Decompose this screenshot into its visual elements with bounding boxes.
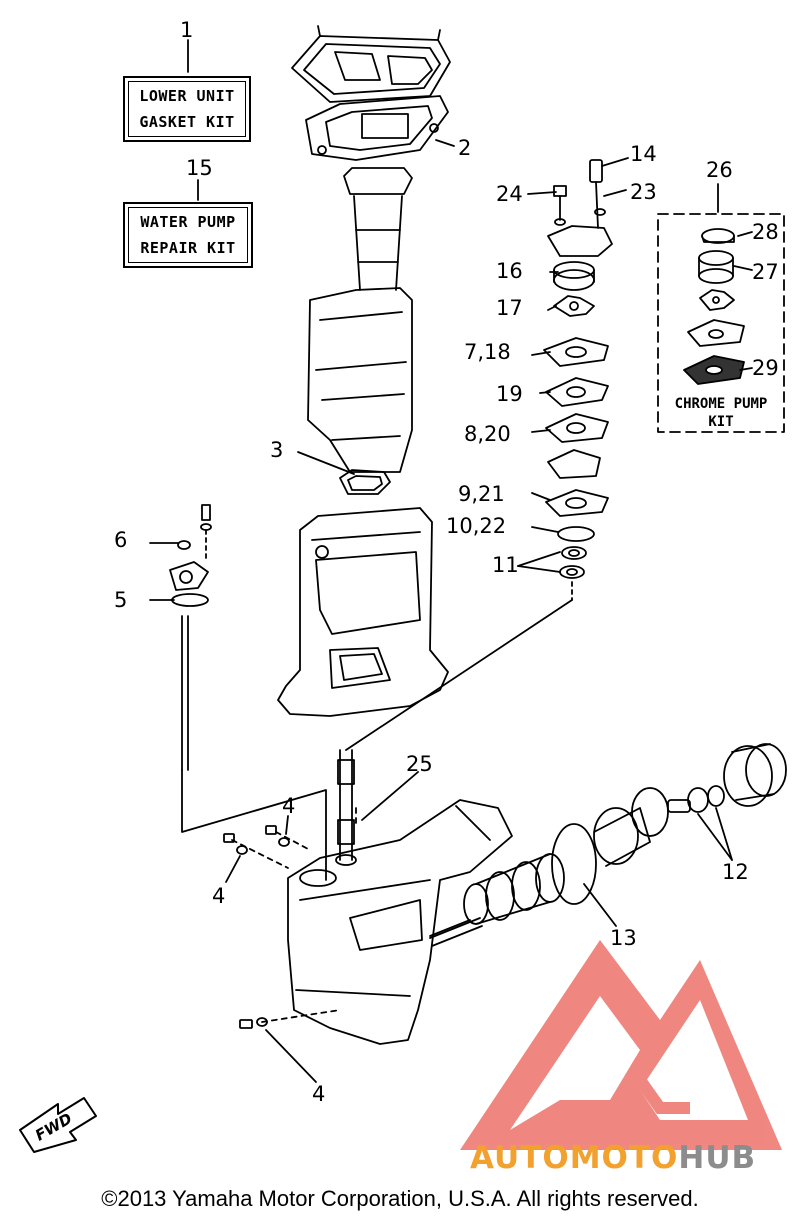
callout-23: 23	[630, 180, 657, 204]
callout-5: 5	[114, 588, 128, 612]
callout-13: 13	[610, 926, 637, 950]
water-pump-repair-kit-label: WATER PUMP REPAIR KIT	[123, 202, 253, 268]
watermark-part1: AUTOMOTO	[470, 1140, 679, 1176]
callout-15: 15	[186, 156, 213, 180]
callout-12: 12	[722, 860, 749, 884]
copyright-notice: ©2013 Yamaha Motor Corporation, U.S.A. A…	[101, 1186, 699, 1211]
chrome-kit-line2: KIT	[708, 414, 734, 430]
watermark-text: AUTOMOTOHUB	[470, 1140, 756, 1176]
callout-6: 6	[114, 528, 128, 552]
lower-unit-kit-line2: GASKET KIT	[139, 113, 235, 131]
chrome-kit-parts	[683, 228, 745, 385]
fwd-arrow-icon	[19, 1097, 97, 1153]
upper-casing-part	[307, 167, 413, 473]
lower-unit-kit-line1: LOWER UNIT	[139, 87, 235, 105]
watermark-part2: HUB	[678, 1140, 757, 1176]
drive-shaft-part	[335, 749, 357, 866]
callout-1: 1	[180, 18, 194, 42]
chrome-kit-line1: CHROME PUMP	[674, 396, 768, 412]
callout-10-22: 10,22	[446, 514, 507, 538]
callout-4-left: 4	[212, 884, 226, 908]
gasket-2-part	[305, 95, 449, 161]
top-cover-part	[291, 25, 451, 103]
water-pump-kit-line1: WATER PUMP	[140, 213, 236, 231]
callout-4-lower: 4	[312, 1082, 326, 1106]
callout-14: 14	[630, 142, 657, 166]
lower-unit-gasket-kit-label: LOWER UNIT GASKET KIT	[123, 76, 251, 142]
callout-leaders	[149, 39, 753, 1083]
gear-case-part	[287, 799, 513, 1045]
callout-2: 2	[458, 136, 472, 160]
callout-26: 26	[706, 158, 733, 182]
callout-3: 3	[270, 438, 284, 462]
propeller-shaft-part	[429, 743, 787, 947]
callout-28: 28	[752, 220, 779, 244]
drive-shaft-housing-part	[277, 507, 449, 717]
callout-24: 24	[496, 182, 523, 206]
chrome-pump-kit-label: CHROME PUMP KIT	[656, 395, 786, 431]
callout-16: 16	[496, 259, 523, 283]
callout-25: 25	[406, 752, 433, 776]
callout-4-upper: 4	[282, 794, 296, 818]
automotohub-logo-icon	[460, 940, 782, 1150]
leader-dashes	[231, 807, 357, 1023]
water-pump-stack	[345, 159, 613, 751]
seal-3-part	[339, 469, 391, 495]
chrome-kit-box	[657, 213, 785, 433]
callout-29: 29	[752, 356, 779, 380]
callout-17: 17	[496, 296, 523, 320]
callout-9-21: 9,21	[458, 482, 505, 506]
water-pump-kit-line2: REPAIR KIT	[140, 239, 236, 257]
shift-rod-part	[169, 504, 212, 771]
frame-lines	[181, 769, 471, 937]
callout-11: 11	[492, 553, 519, 577]
callout-27: 27	[752, 260, 779, 284]
callout-8-20: 8,20	[464, 422, 511, 446]
callout-7-18: 7,18	[464, 340, 511, 364]
callout-19: 19	[496, 382, 523, 406]
bolts-4-part	[223, 825, 290, 1029]
